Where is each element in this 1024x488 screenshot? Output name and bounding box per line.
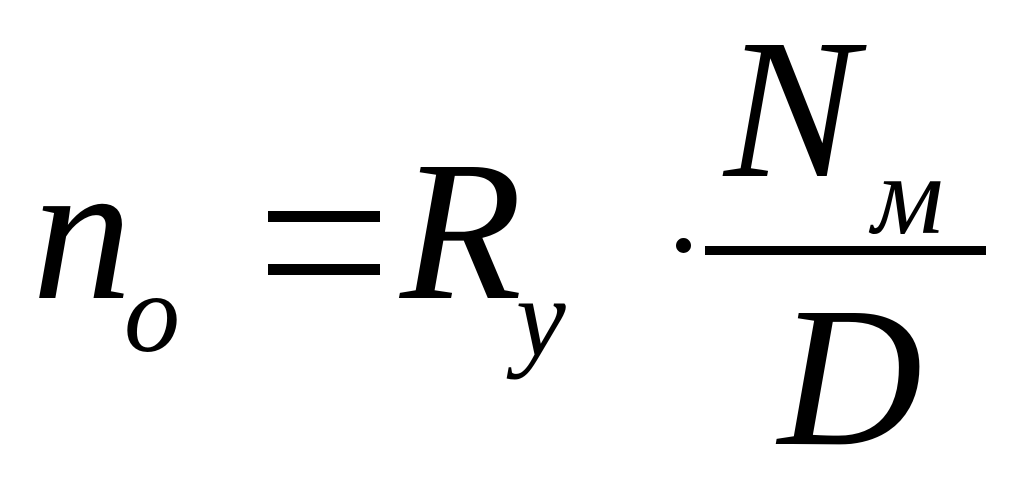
equals-bar-bottom [268,264,380,275]
variable-D: D [778,267,923,488]
subscript-o: o [124,252,180,376]
multiply-dot [676,238,691,253]
subscript-y: y [516,256,566,380]
variable-N: N [724,0,858,220]
fraction-bar [705,246,986,255]
variable-R: R [400,121,523,342]
variable-n: n [32,121,132,342]
equals-bar-top [268,211,380,222]
subscript-m: м [872,134,944,258]
